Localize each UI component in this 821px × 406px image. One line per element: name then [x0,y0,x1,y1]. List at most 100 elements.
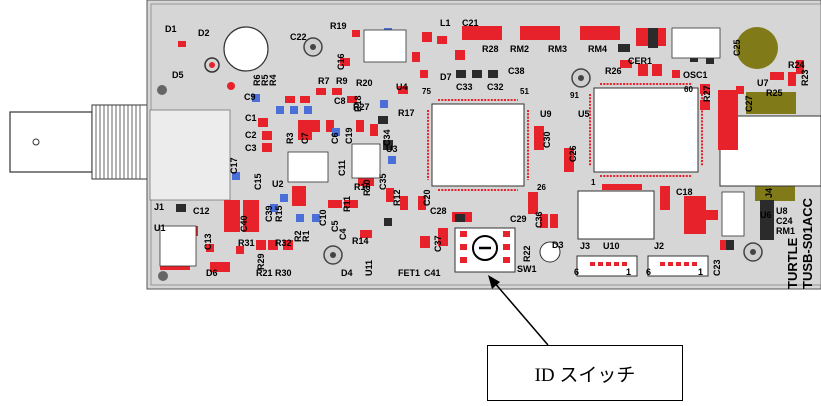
label-J4: J4 [764,188,774,198]
label-R28: R28 [482,44,499,54]
label-R10: R10 [362,179,372,196]
label-C6: C6 [330,132,340,144]
label-U11: U11 [364,260,374,276]
label-U9: U9 [540,109,552,119]
label-R9: R9 [336,76,348,86]
label-C12: C12 [193,206,210,216]
ic-u9 [427,99,529,191]
label-pin26: 26 [537,183,546,192]
label-R4: R4 [268,74,278,86]
label-C35: C35 [378,173,388,190]
label-C8: C8 [334,96,346,106]
label-pin60: 60 [684,85,693,94]
label-R27: R27 [353,102,370,112]
label-U8: U8 [776,206,788,216]
label-D4: D4 [341,268,353,278]
label-R24: R24 [788,60,805,70]
label-R31: R31 [238,238,255,248]
label-C22: C22 [290,32,307,42]
label-C7: C7 [300,132,310,144]
led-d3 [539,241,561,263]
label-C34: C34 [382,129,392,146]
label-C5: C5 [330,220,340,232]
label-R7: R7 [318,76,330,86]
label-C1: C1 [245,113,257,123]
label-U5: U5 [578,109,590,119]
bnc-thread-lines [95,105,141,179]
label-R25: R25 [766,88,783,98]
label-C13: C13 [203,233,213,250]
brand-line1: TURTLE [785,237,800,289]
bnc-thread [91,104,148,180]
small-ics [159,27,745,267]
label-R5: R5 [260,74,270,86]
label-U4: U4 [396,82,408,92]
label-C10: C10 [318,209,328,226]
label-D3: D3 [552,240,564,250]
label-C21: C21 [462,18,479,28]
label-U2: U2 [272,179,284,189]
led-d2-ring [204,57,220,73]
label-D5: D5 [172,70,184,80]
label-R11: R11 [342,196,352,212]
label-RM3: RM3 [548,44,567,54]
label-R17: R17 [398,108,415,118]
label-j2-pin1: 1 [698,267,703,277]
label-R30: R30 [275,268,292,278]
label-C36: C36 [534,211,544,228]
label-R20: R20 [356,78,373,88]
label-R14: R14 [352,236,369,246]
label-U1: U1 [154,223,166,233]
bnc-pin [32,138,40,146]
label-R6: R6 [252,74,262,86]
callout-label: ID スイッチ [534,364,636,386]
label-L1: L1 [440,18,451,28]
smd-pads-blue [232,28,396,222]
connector-keepout [149,109,231,201]
label-R3: R3 [285,132,295,144]
label-C3: C3 [245,143,257,153]
label-pin1: 1 [591,178,596,187]
id-switch [454,227,516,273]
label-C39: C39 [264,205,274,222]
label-RM2: RM2 [510,44,529,54]
label-J1: J1 [154,202,164,212]
silkscreen-labels: D1 D2 D5 C22 R19 L1 C21 R28 RM2 RM3 RM4 … [154,18,805,278]
label-R18: R18 [353,95,363,112]
label-D1: D1 [165,24,177,34]
label-C33: C33 [456,82,473,92]
label-C26: C26 [568,145,578,162]
label-C15: C15 [253,173,263,190]
label-C32: C32 [487,82,504,92]
label-U10: U10 [603,241,620,251]
dark-components [176,28,774,250]
label-R27b: R27 [702,85,712,102]
label-D6: D6 [206,268,218,278]
label-R1: R1 [301,230,311,242]
label-C25: C25 [732,39,742,56]
label-R23: R23 [800,69,810,86]
label-SW1: SW1 [517,264,537,274]
label-j3-pin6: 6 [574,267,579,277]
label-C38: C38 [508,66,525,76]
label-C17: C17 [229,157,239,174]
label-R22: R22 [522,245,532,262]
label-C30: C30 [542,131,552,148]
label-R32: R32 [275,238,292,248]
label-RM4: RM4 [588,44,607,54]
label-C24: C24 [776,216,793,226]
battery-holder [223,26,269,72]
label-R21: R21 [256,268,273,278]
label-C2: C2 [245,130,257,140]
mounting-holes [157,37,763,281]
bnc-connector [9,104,148,180]
label-RM1: RM1 [776,226,795,236]
label-OSC1: OSC1 [683,70,708,80]
led-d5 [227,82,235,90]
label-FET1: FET1 [398,268,420,278]
label-J2: J2 [654,241,664,251]
label-CER1: CER1 [628,56,652,66]
label-C16: C16 [336,53,346,70]
brand-line2: TUSB-S01ACC [800,197,815,289]
label-C9: C9 [244,92,256,102]
